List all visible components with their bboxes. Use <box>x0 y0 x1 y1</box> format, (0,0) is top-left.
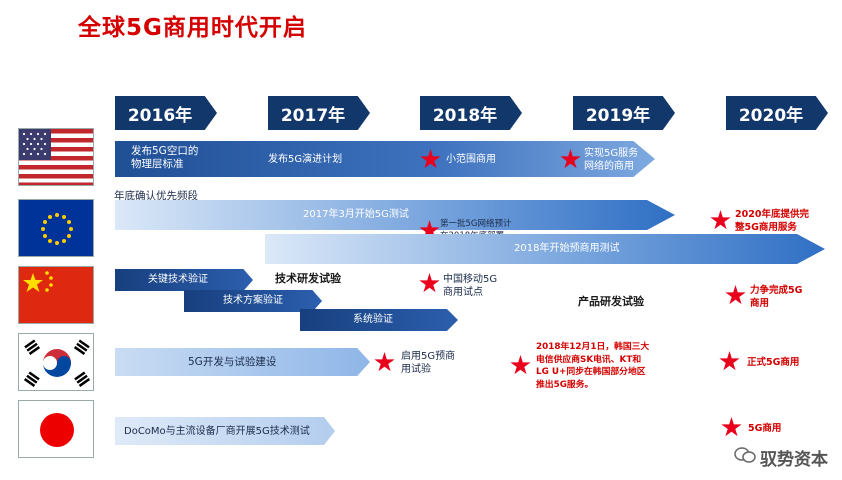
china-step2-text: 技术方案验证 <box>223 295 283 306</box>
eu-timeline-bar-1 <box>115 200 675 230</box>
japan-bar-text: DoCoMo与主流设备厂商开展5G技术测试 <box>124 426 310 437</box>
eu-timeline-bar-2 <box>265 234 825 264</box>
korea-milestone-3-star <box>719 351 740 371</box>
china-milestone-1-text: 中国移动5G 商用试点 <box>443 274 498 298</box>
korea-flag <box>18 333 94 391</box>
japan-milestone-1-star <box>721 417 742 437</box>
usa-milestone-1-text: 小范围商用 <box>446 154 496 165</box>
korea-milestone-3-text: 正式5G商用 <box>747 357 800 368</box>
korea-milestone-2-text: 2018年12月1日，韩国三大 电信供应商SK电讯、KT和 LG U+同步在韩国… <box>536 342 650 390</box>
korea-timeline-bar <box>115 348 370 376</box>
japan-milestone-1-text: 5G商用 <box>748 423 782 434</box>
year-2018: 2018年 <box>420 96 522 130</box>
eu-bar1-text: 2017年3月开始5G测试 <box>303 209 409 220</box>
usa-bar1-text: 发布5G空口的 物理层标准 <box>131 145 199 170</box>
year-2019: 2019年 <box>573 96 675 130</box>
china-phase1-label: 技术研发试验 <box>275 272 341 285</box>
year-2017: 2017年 <box>268 96 370 130</box>
page-title: 全球5G商用时代开启 <box>78 15 307 41</box>
usa-milestone-2-text: 实现5G服务 网络的商用 <box>584 148 639 172</box>
korea-milestone-1-text: 启用5G预商 用试验 <box>401 351 456 375</box>
korea-milestone-2-star <box>510 355 531 375</box>
usa-flag <box>18 128 94 186</box>
china-step1-bar <box>115 269 253 291</box>
eu-milestone-2-text: 2020年底提供完 整5G商用服务 <box>735 209 809 233</box>
china-phase2-label: 产品研发试验 <box>578 295 644 308</box>
watermark: 驭势资本 <box>734 445 828 470</box>
japan-flag <box>18 400 94 458</box>
year-2020: 2020年 <box>726 96 828 130</box>
eu-flag <box>18 199 94 257</box>
china-milestone-2-star <box>725 285 746 305</box>
eu-label-above: 年底确认优先频段 <box>114 190 198 202</box>
china-step3-text: 系统验证 <box>353 314 393 325</box>
eu-milestone-2-star <box>710 210 731 230</box>
eu-bar2-text: 2018年开始预商用测试 <box>514 243 620 254</box>
china-step1-text: 关键技术验证 <box>148 274 208 285</box>
korea-bar-text: 5G开发与试验建设 <box>188 356 277 368</box>
china-step2-bar <box>184 290 322 312</box>
china-milestone-2-text: 力争完成5G 商用 <box>750 285 803 309</box>
china-milestone-1-star <box>419 273 440 293</box>
usa-bar2-text: 发布5G演进计划 <box>268 154 343 165</box>
china-flag <box>18 266 94 324</box>
watermark-text: 驭势资本 <box>760 450 828 470</box>
japan-timeline-bar <box>115 417 335 445</box>
wechat-icon <box>734 446 756 469</box>
year-2016: 2016年 <box>115 96 217 130</box>
korea-milestone-1-star <box>374 352 395 372</box>
china-step3-bar <box>300 309 458 331</box>
